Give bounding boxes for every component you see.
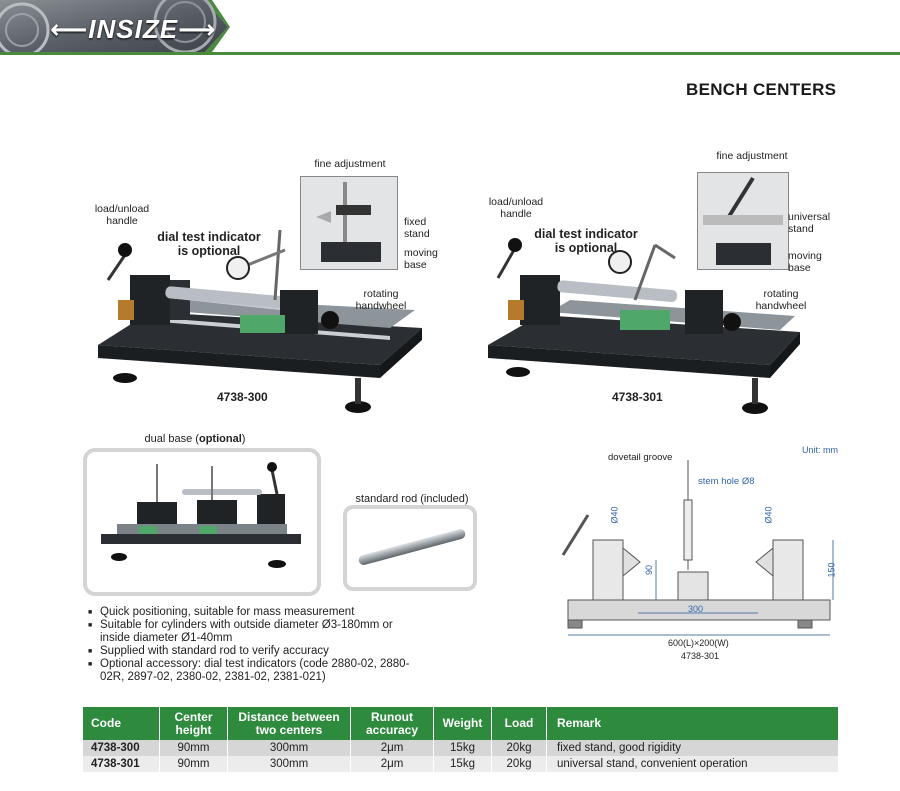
- table-header-row: Code Center height Distance between two …: [83, 707, 838, 740]
- header-code: Code: [83, 707, 160, 740]
- cell-remark: universal stand, convenient operation: [546, 756, 838, 772]
- cell-center-height: 90mm: [159, 756, 228, 772]
- product-photo-4738-300: [90, 150, 440, 440]
- label-load-unload-left: load/unload handle: [94, 203, 150, 227]
- feature-item: Optional accessory: dial test indicators…: [88, 658, 416, 684]
- label-rotating-handwheel-right: rotating handwheel: [755, 288, 807, 312]
- cell-runout: 2μm: [350, 756, 434, 772]
- dual-base-caption-prefix: dual base (: [144, 433, 199, 445]
- header-runout: Runout accuracy: [350, 707, 434, 740]
- label-dial-optional-right: dial test indicator is optional: [534, 227, 638, 255]
- cell-weight: 15kg: [433, 756, 492, 772]
- dual-base-caption: dual base (optional): [135, 433, 255, 445]
- label-moving-base-right: moving base: [788, 250, 822, 274]
- cell-weight: 15kg: [433, 740, 492, 756]
- inset-illustration: [301, 177, 397, 269]
- standard-rod-caption: standard rod (included): [355, 493, 469, 505]
- rod-illustration: [358, 529, 466, 565]
- brand-logo: ⟵INSIZE⟶: [50, 14, 217, 44]
- product-photo-4738-301: [470, 150, 815, 430]
- page-title: BENCH CENTERS: [686, 80, 837, 99]
- header-distance: Distance between two centers: [227, 707, 351, 740]
- label-universal-stand: universal stand: [788, 211, 831, 235]
- cell-center-height: 90mm: [159, 740, 228, 756]
- feature-item: Quick positioning, suitable for mass mea…: [88, 606, 416, 619]
- label-rotating-handwheel-left: rotating handwheel: [355, 288, 407, 312]
- cell-code: 4738-300: [83, 740, 160, 756]
- model-number-right: 4738-301: [612, 390, 663, 404]
- header-divider: [0, 52, 900, 55]
- unit-label: Unit: mm: [802, 445, 838, 455]
- height150-label: 150: [826, 562, 837, 578]
- cell-distance: 300mm: [227, 740, 351, 756]
- stem-hole-label: stem hole Ø8: [698, 476, 755, 487]
- fine-adjustment-inset: [300, 176, 398, 270]
- label-load-unload-right: load/unload handle: [488, 196, 544, 220]
- label-fine-adjustment-left: fine adjustment: [314, 158, 386, 170]
- drawing-model-label: 4738-301: [681, 651, 720, 661]
- standard-rod-photo: [343, 505, 477, 591]
- header-load: Load: [491, 707, 547, 740]
- label-moving-base-left: moving base: [404, 247, 438, 271]
- dia40-left-label: Ø40: [609, 506, 620, 524]
- table-row: 4738-300 90mm 300mm 2μm 15kg 20kg fixed …: [83, 740, 838, 756]
- height90-label: 90: [644, 564, 655, 576]
- dual-base-caption-bold: optional: [198, 433, 242, 445]
- dual-base-illustration: [101, 462, 301, 568]
- table-row: 4738-301 90mm 300mm 2μm 15kg 20kg univer…: [83, 756, 838, 772]
- cell-code: 4738-301: [83, 756, 160, 772]
- bench-center-universal-illustration: [488, 238, 800, 414]
- universal-stand-inset: [697, 172, 789, 270]
- model-number-left: 4738-300: [217, 390, 268, 404]
- cell-load: 20kg: [491, 756, 547, 772]
- spec-table: Code Center height Distance between two …: [83, 707, 838, 772]
- dimension-drawing: [561, 460, 834, 636]
- inset-illustration-universal: [698, 173, 788, 269]
- dia40-right-label: Ø40: [763, 506, 774, 524]
- header-remark: Remark: [546, 707, 838, 740]
- feature-item: Supplied with standard rod to verify acc…: [88, 645, 416, 658]
- label-fine-adjustment-right: fine adjustment: [716, 150, 788, 162]
- label-fixed-stand: fixed stand: [404, 216, 430, 240]
- dovetail-groove-label: dovetail groove: [608, 452, 673, 463]
- feature-item: Suitable for cylinders with outside diam…: [88, 619, 416, 645]
- header-weight: Weight: [433, 707, 492, 740]
- cell-remark: fixed stand, good rigidity: [546, 740, 838, 756]
- cell-load: 20kg: [491, 740, 547, 756]
- technical-drawing: Unit: mm dovetail groove stem hole Ø8 Ø4…: [548, 440, 848, 665]
- dual-base-photo: [83, 448, 321, 596]
- bench-center-illustration: [98, 229, 422, 413]
- cell-runout: 2μm: [350, 740, 434, 756]
- dual-base-caption-suffix: ): [241, 433, 246, 445]
- label-dial-optional-left: dial test indicator is optional: [157, 230, 261, 258]
- page-header: ⟵INSIZE⟶: [0, 0, 900, 56]
- length300-label: 300: [688, 604, 704, 614]
- cell-distance: 300mm: [227, 756, 351, 772]
- header-center-height: Center height: [159, 707, 228, 740]
- feature-list: Quick positioning, suitable for mass mea…: [86, 606, 416, 684]
- size-label: 600(L)×200(W): [668, 638, 729, 648]
